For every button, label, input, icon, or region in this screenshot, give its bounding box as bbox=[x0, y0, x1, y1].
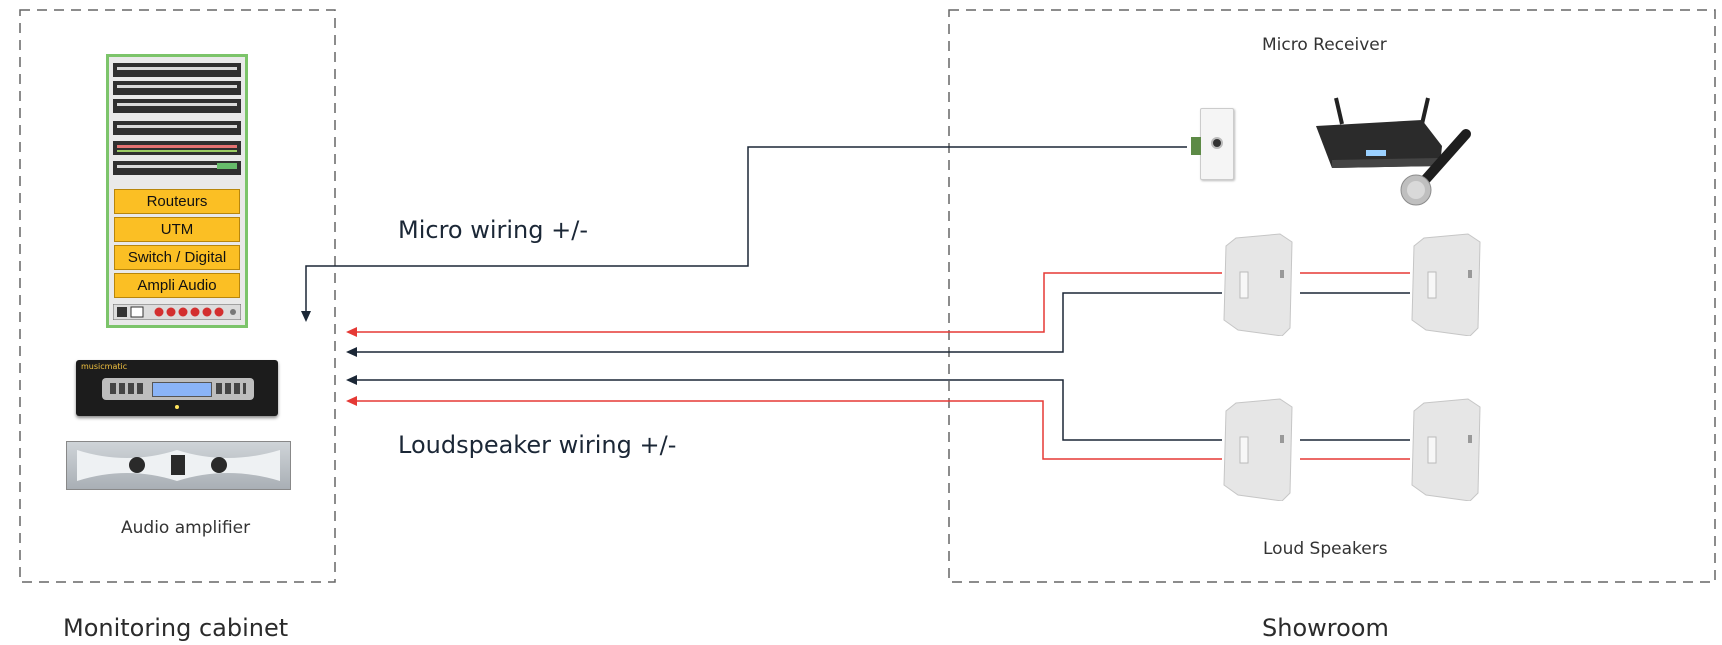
player-display bbox=[152, 382, 212, 397]
loudspeaker-wiring-label: Loudspeaker wiring +/- bbox=[398, 431, 677, 459]
loud-speaker-3 bbox=[1222, 397, 1294, 502]
equipment-rack: Routeurs UTM Switch / Digital Ampli Audi… bbox=[106, 54, 248, 328]
audio-amplifier-label: Audio amplifier bbox=[121, 518, 251, 538]
music-player: musicmatic bbox=[76, 360, 278, 416]
monitoring-cabinet-zone bbox=[19, 9, 336, 583]
loud-speaker-4 bbox=[1410, 397, 1482, 502]
speaker-body-4 bbox=[1411, 398, 1481, 502]
loud-speakers-label: Loud Speakers bbox=[1263, 539, 1388, 559]
speaker-body-1 bbox=[1223, 233, 1293, 337]
rack-slot-stack: Routeurs UTM Switch / Digital Ampli Audi… bbox=[114, 189, 240, 299]
monitoring-cabinet-label: Monitoring cabinet bbox=[63, 614, 289, 642]
speaker-wire-red-2 bbox=[352, 400, 1222, 460]
speaker-wire-dark-1 bbox=[352, 292, 1222, 353]
rack-slot-routeurs: Routeurs bbox=[114, 189, 240, 214]
microphone-icon bbox=[1400, 129, 1471, 206]
loud-speaker-1 bbox=[1222, 232, 1294, 337]
showroom-zone bbox=[948, 9, 1716, 583]
micro-receiver-label: Micro Receiver bbox=[1262, 35, 1387, 55]
speaker-wire-red-1-arrowhead bbox=[346, 327, 357, 337]
rack-slot-switch: Switch / Digital bbox=[114, 245, 240, 270]
rack-power-strip bbox=[113, 304, 241, 320]
speaker-body-2 bbox=[1411, 233, 1481, 337]
player-brand: musicmatic bbox=[81, 362, 128, 371]
amplifier-face bbox=[77, 450, 280, 481]
showroom-label: Showroom bbox=[1262, 614, 1389, 642]
micro-wiring-label: Micro wiring +/- bbox=[398, 216, 588, 244]
audio-amplifier-device bbox=[66, 441, 291, 490]
speaker-wire-red-1 bbox=[352, 272, 1222, 333]
rack-slot-ampli: Ampli Audio bbox=[114, 273, 240, 298]
player-power-led bbox=[175, 405, 179, 409]
rack-slot-utm: UTM bbox=[114, 217, 240, 242]
speaker-body-3 bbox=[1223, 398, 1293, 502]
loud-speaker-2 bbox=[1410, 232, 1482, 337]
speaker-wire-red-2-arrowhead bbox=[346, 396, 357, 406]
wireless-receiver-icon bbox=[1316, 97, 1442, 168]
player-buttons-left bbox=[110, 383, 146, 394]
micro-wire-arrowhead bbox=[301, 311, 311, 322]
speaker-wire-dark-2 bbox=[352, 379, 1222, 441]
speaker-wire-dark-2-arrowhead bbox=[346, 375, 357, 385]
rack-patch-panels bbox=[113, 63, 241, 175]
wall-jack-icon bbox=[1191, 108, 1234, 180]
micro-wire bbox=[305, 146, 1187, 318]
speaker-wire-dark-1-arrowhead bbox=[346, 347, 357, 357]
player-buttons-right bbox=[216, 383, 246, 394]
